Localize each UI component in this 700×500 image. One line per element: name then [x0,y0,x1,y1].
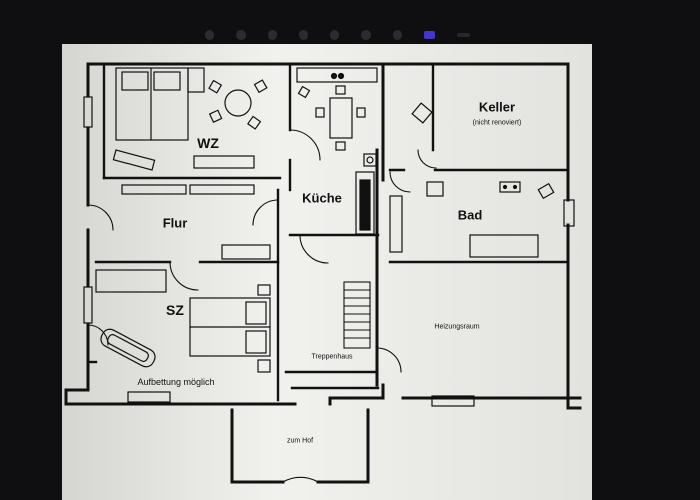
room-label-zum-hof: zum Hof [286,437,314,445]
more-icon[interactable] [456,33,470,37]
inner-walls [86,62,570,402]
filter-icon[interactable] [267,30,277,40]
rotate-icon[interactable] [330,30,340,40]
door-swings [87,129,437,373]
edit-icon[interactable] [205,30,215,40]
crop-icon[interactable] [236,30,246,40]
room-label-sz: SZ [166,302,184,318]
retouch-icon[interactable] [361,30,371,40]
flur-furniture [121,184,271,260]
keller-note: (nicht renoviert) [472,119,522,127]
room-label-wz: WZ [197,135,219,151]
room-label-flur: Flur [162,215,188,231]
room-label-kueche: Küche [302,190,342,206]
adjust-icon[interactable] [298,30,309,40]
room-label-keller: Keller [478,99,516,115]
wz-furniture [112,67,268,171]
windows [83,96,575,407]
sz-furniture [95,269,271,373]
staircase [343,281,371,349]
redeye-icon[interactable] [392,30,402,40]
outer-walls [64,62,582,410]
room-label-treppenhaus: Treppenhaus [311,353,353,361]
kueche-furniture [296,67,378,235]
room-label-bad: Bad [457,207,483,223]
bad-furniture [389,102,555,258]
entrance-walls [230,408,370,484]
room-label-heizungsraum: Heizungsraum [434,323,480,331]
room-label-aufbettung: Aufbettung möglich [137,377,215,387]
floor-plan-screen [62,44,592,500]
video-icon[interactable] [423,31,435,39]
photo-toolbar [205,22,470,48]
